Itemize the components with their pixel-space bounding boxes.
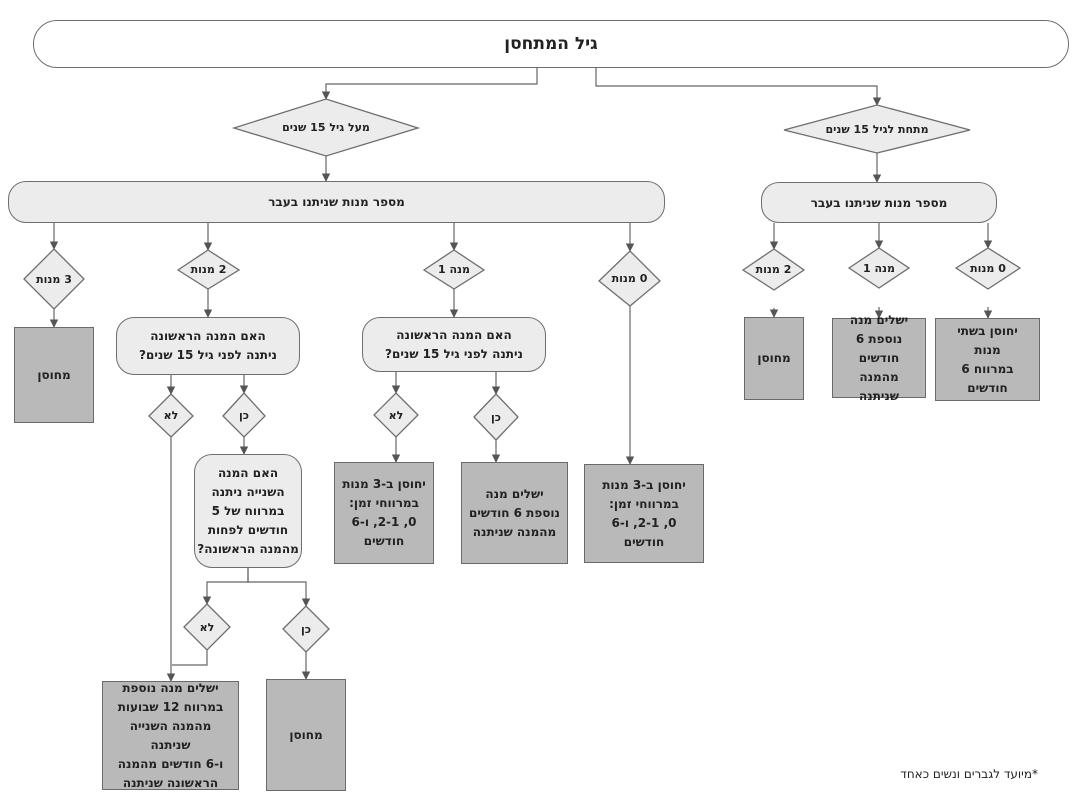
chart-title-text: גיל המתחסן [504, 34, 598, 54]
outcome-three-doses-b: יחוסן ב-3 מנות במרווחי זמן: 0, 2-1, ו-6 … [334, 462, 434, 564]
outcome-three-doses-zero: יחוסן ב-3 מנות במרווחי זמן: 0, 2-1, ו-6 … [584, 464, 704, 563]
question-first-before-15-a-text: האם המנה הראשונה ניתנה לפני גיל 15 שנים? [139, 329, 277, 362]
outcome-immune-yes-c: מחוסן [266, 679, 346, 791]
option-left-3-label: 3 מנות [36, 272, 72, 286]
decision-no-c-shape [183, 603, 231, 651]
answer-no-b-label: לא [388, 408, 404, 422]
answer-yes-a-label: כן [239, 408, 250, 422]
option-right-0: 0 מנות [956, 248, 1020, 289]
decision-left-1-shape [422, 249, 486, 290]
answer-no-a-label: לא [163, 409, 179, 422]
option-right-1-label: מנה 1 [863, 261, 895, 275]
question-first-before-15-a: האם המנה הראשונה ניתנה לפני גיל 15 שנים? [116, 317, 300, 375]
option-left-0-label: 0 מנות [611, 272, 648, 285]
decision-yes-b-shape [473, 393, 519, 441]
footnote-text: *מיועד לגברים ונשים כאחד [900, 767, 1038, 781]
doses-header-left-text: מספר מנות שניתנו בעבר [268, 195, 405, 209]
decision-yes-a-shape [222, 392, 266, 438]
decision-yes-c-shape [282, 605, 330, 653]
answer-yes-c-label: כן [301, 622, 312, 636]
decision-under15: מתחת לגיל 15 שנים [784, 105, 970, 153]
decision-no-a-shape [148, 393, 194, 438]
doses-header-left: מספר מנות שניתנו בעבר [8, 181, 665, 223]
decision-over15-label: מעל גיל 15 שנים [282, 121, 370, 134]
option-left-0: 0 מנות [599, 251, 660, 306]
option-left-1: מנה 1 [424, 250, 484, 289]
answer-no-b: לא [374, 393, 418, 437]
answer-no-c-label: לא [199, 620, 215, 634]
option-left-2-label: 2 מנות [190, 263, 227, 276]
chart-title: גיל המתחסן [33, 20, 1069, 68]
outcome-complete-12-weeks: ישלים מנה נוספת במרווח 12 שבועות מהמנה ה… [102, 681, 239, 790]
answer-yes-b-label: כן [491, 410, 502, 424]
decision-over15-shape [231, 98, 421, 157]
outcome-immune-3-doses: מחוסן [14, 327, 94, 423]
answer-yes-c: כן [283, 606, 329, 652]
answer-no-a: לא [149, 394, 193, 437]
answer-yes-b: כן [474, 394, 518, 440]
outcome-two-doses-6-months: יחוסן בשתי מנות במרווח 6 חודשים [935, 318, 1040, 401]
decision-left-2-shape [176, 249, 241, 290]
option-left-1-label: מנה 1 [438, 263, 470, 276]
question-second-interval-text: האם המנה השנייה ניתנה במרווח של 5 חודשים… [197, 465, 299, 556]
decision-under15-shape [783, 104, 971, 154]
outcome-complete-one-after-6-text: ישלים מנה נוספת 6 חודשים מהמנה שניתנה [469, 486, 560, 539]
answer-yes-a: כן [223, 393, 265, 437]
question-first-before-15-b-text: האם המנה הראשונה ניתנה לפני גיל 15 שנים? [385, 327, 523, 361]
option-right-2-label: 2 מנות [755, 263, 792, 276]
decision-right-0-shape [954, 247, 1022, 290]
decision-under15-label: מתחת לגיל 15 שנים [825, 122, 929, 136]
doses-header-right-text: מספר מנות שניתנו בעבר [810, 195, 948, 210]
option-left-2: 2 מנות [178, 250, 239, 289]
doses-header-right: מספר מנות שניתנו בעבר [761, 182, 997, 223]
option-right-1: מנה 1 [849, 248, 909, 288]
outcome-complete-12-weeks-text: ישלים מנה נוספת במרווח 12 שבועות מהמנה ה… [117, 680, 224, 790]
decision-right-2-shape [741, 248, 806, 291]
outcome-immune-right-text: מחוסן [757, 351, 791, 365]
outcome-three-doses-b-text: יחוסן ב-3 מנות במרווחי זמן: 0, 2-1, ו-6 … [342, 477, 426, 548]
outcome-three-doses-zero-text: יחוסן ב-3 מנות במרווחי זמן: 0, 2-1, ו-6 … [602, 477, 686, 549]
answer-no-c: לא [184, 604, 230, 650]
decision-no-b-shape [373, 392, 419, 438]
option-left-3: 3 מנות [24, 249, 84, 309]
question-first-before-15-b: האם המנה הראשונה ניתנה לפני גיל 15 שנים? [362, 317, 546, 372]
outcome-immune-3-doses-text: מחוסן [37, 367, 71, 382]
outcome-two-doses-6-months-text: יחוסן בשתי מנות במרווח 6 חודשים [957, 323, 1018, 395]
question-second-interval: האם המנה השנייה ניתנה במרווח של 5 חודשים… [194, 454, 302, 568]
outcome-complete-one-after-6: ישלים מנה נוספת 6 חודשים מהמנה שניתנה [461, 462, 568, 564]
option-right-0-label: 0 מנות [970, 262, 1006, 275]
outcome-complete-one-6-months-text: ישלים מנה נוספת 6 חודשים מהמנה שניתנה [849, 312, 909, 403]
outcome-immune-yes-c-text: מחוסן [289, 727, 323, 742]
outcome-complete-one-6-months: ישלים מנה נוספת 6 חודשים מהמנה שניתנה [832, 313, 926, 403]
decision-right-1-shape [847, 247, 911, 289]
footnote: *מיועד לגברים ונשים כאחד [880, 767, 1038, 781]
decision-left-0-shape [598, 250, 661, 307]
decision-left-3-shape [23, 248, 85, 310]
option-right-2: 2 מנות [743, 249, 804, 290]
decision-over15: מעל גיל 15 שנים [234, 99, 418, 156]
outcome-immune-right: מחוסן [744, 317, 804, 400]
